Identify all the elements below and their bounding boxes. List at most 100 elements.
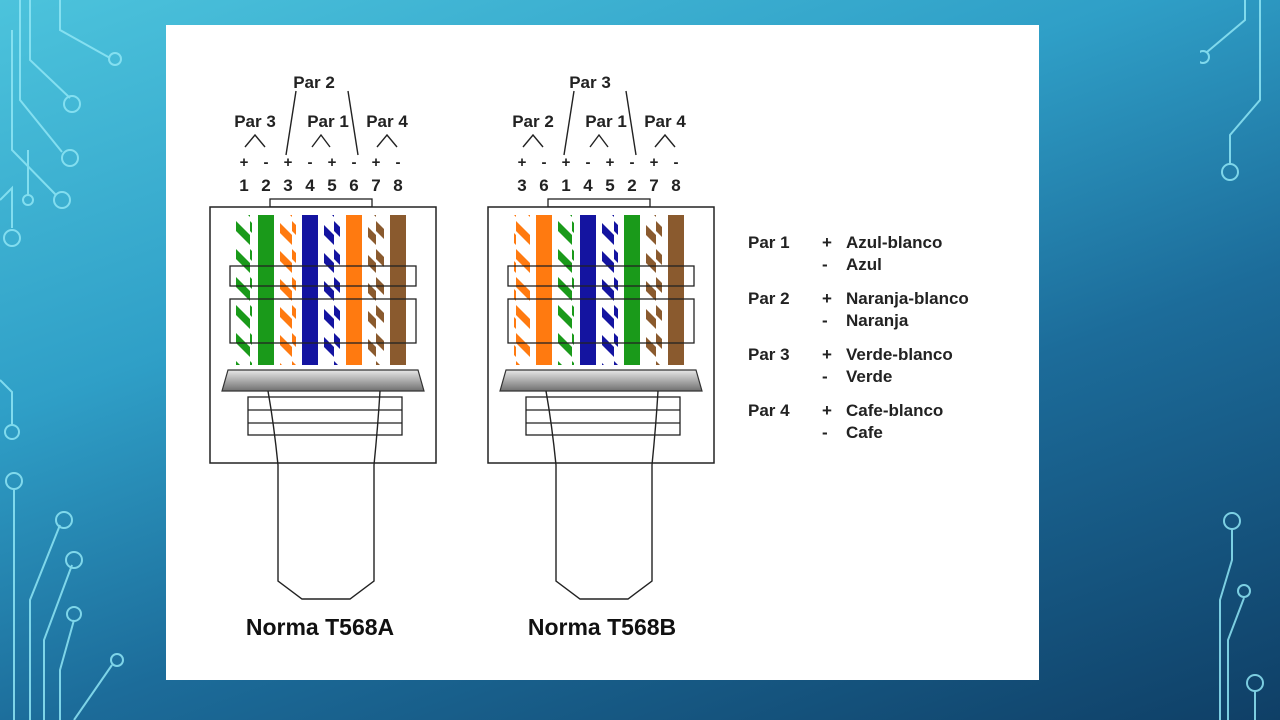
clamp-lower: [229, 298, 417, 344]
legend-plus-name: Cafe-blanco: [846, 401, 944, 420]
pair-label-middle: Par 1: [307, 112, 349, 131]
pin-sign: -: [308, 154, 313, 171]
legend-group-par-2: Par 2 + Naranja-blanco -Naranja: [748, 288, 969, 332]
legend-minus-name: Cafe: [846, 423, 883, 442]
cable-jacket: [545, 390, 659, 600]
pin-number: 3: [283, 176, 292, 195]
pin-sign: +: [328, 154, 337, 171]
wire-naranja: [536, 215, 552, 365]
pin-number: 2: [627, 176, 636, 195]
pin-sign: -: [542, 154, 547, 171]
pin-sign: +: [372, 154, 381, 171]
cable-jacket: [267, 390, 381, 600]
wire-verde: [258, 215, 274, 365]
pin-sign: +: [650, 154, 659, 171]
connector-boot: [221, 369, 425, 392]
pin-number: 3: [517, 176, 526, 195]
pair-label-right: Par 4: [644, 112, 686, 131]
bracket-top-right: [625, 90, 637, 156]
pin-sign: -: [396, 154, 401, 171]
pair-label-right: Par 4: [366, 112, 408, 131]
pin-number: 1: [239, 176, 248, 195]
pin-sign: +: [518, 154, 527, 171]
circuit-decoration-left: [0, 0, 124, 720]
legend-plus-name: Naranja-blanco: [846, 289, 969, 308]
pin-sign: +: [284, 154, 293, 171]
strain-relief: [247, 396, 403, 436]
legend-pair-label: Par 1: [748, 233, 790, 252]
legend-plus-sign: +: [822, 401, 832, 420]
bracket-top-left: [285, 90, 297, 156]
legend-pair-label: Par 4: [748, 401, 790, 420]
pin-number: 5: [327, 176, 336, 195]
caret-middle: [589, 133, 609, 148]
pin-sign: +: [606, 154, 615, 171]
wire-azul: [580, 215, 596, 365]
legend-minus-name: Naranja: [846, 311, 909, 330]
pair-label-middle: Par 1: [585, 112, 627, 131]
pair-label-left: Par 3: [234, 112, 276, 131]
wire-cafe-blanco: [646, 215, 662, 365]
pair-label-top: Par 3: [569, 73, 611, 92]
legend-group-par-3: Par 3 + Verde-blanco -Verde: [748, 344, 969, 388]
legend-group-par-4: Par 4 + Cafe-blanco -Cafe: [748, 400, 969, 444]
wire-azul-blanco: [324, 215, 340, 365]
pin-number: 6: [539, 176, 548, 195]
pin-sign: -: [264, 154, 269, 171]
clamp-upper: [507, 265, 695, 287]
caret-left: [244, 133, 266, 148]
pin-sign: +: [240, 154, 249, 171]
pair-legend: Par 1+Azul-blanco -Azul Par 2+Naranja-bl…: [748, 232, 969, 456]
pin-sign: -: [630, 154, 635, 171]
legend-minus-sign: -: [822, 255, 828, 274]
pin-number: 4: [583, 176, 593, 195]
caret-middle: [311, 133, 331, 148]
wire-verde-blanco: [236, 215, 252, 365]
legend-plus-sign: +: [822, 233, 832, 252]
pair-label-top: Par 2: [293, 73, 335, 92]
legend-plus-sign: +: [822, 345, 832, 364]
wire-azul-blanco: [602, 215, 618, 365]
circuit-decoration-right: [1200, 0, 1264, 720]
pin-number: 8: [393, 176, 402, 195]
legend-pair-label: Par 3: [748, 345, 790, 364]
legend-minus-name: Azul: [846, 255, 882, 274]
wire-verde: [624, 215, 640, 365]
legend-plus-name: Azul-blanco: [846, 233, 943, 252]
pin-number: 1: [561, 176, 570, 195]
pin-number: 5: [605, 176, 614, 195]
legend-minus-sign: -: [822, 423, 828, 442]
bracket-top-left: [563, 90, 575, 156]
pin-number: 8: [671, 176, 680, 195]
wire-cafe: [390, 215, 406, 365]
pair-label-left: Par 2: [512, 112, 554, 131]
wire-naranja-blanco: [280, 215, 296, 365]
wire-cafe-blanco: [368, 215, 384, 365]
caret-right: [654, 133, 676, 148]
legend-pair-label: Par 2: [748, 289, 790, 308]
legend-minus-sign: -: [822, 311, 828, 330]
wire-cafe: [668, 215, 684, 365]
legend-plus-sign: +: [822, 289, 832, 308]
legend-minus-name: Verde: [846, 367, 893, 386]
pin-sign: -: [586, 154, 591, 171]
clamp-upper: [229, 265, 417, 287]
caret-left: [522, 133, 544, 148]
caret-right: [376, 133, 398, 148]
bracket-top-right: [347, 90, 359, 156]
pin-number: 4: [305, 176, 315, 195]
legend-minus-sign: -: [822, 367, 828, 386]
clamp-lower: [507, 298, 695, 344]
pin-sign: -: [674, 154, 679, 171]
connector-latch: [547, 198, 651, 208]
wire-naranja-blanco: [514, 215, 530, 365]
wire-azul: [302, 215, 318, 365]
pin-number: 2: [261, 176, 270, 195]
connector-latch: [269, 198, 373, 208]
connector-boot: [499, 369, 703, 392]
legend-plus-name: Verde-blanco: [846, 345, 953, 364]
pin-number: 7: [371, 176, 380, 195]
